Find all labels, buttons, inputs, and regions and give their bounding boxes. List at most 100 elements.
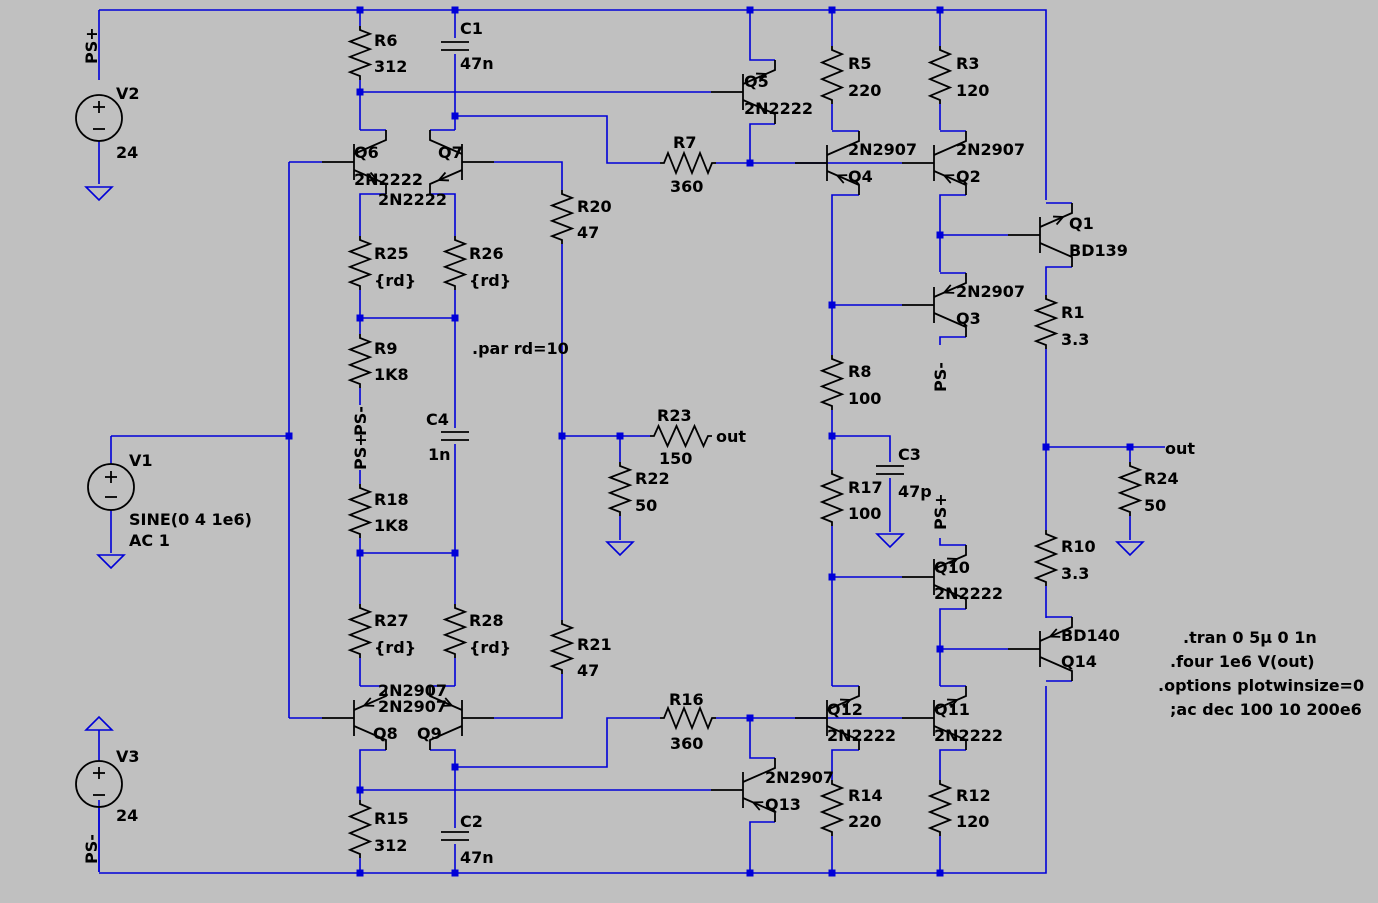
V3-ref: V3 xyxy=(116,747,140,766)
R5-ref: R5 xyxy=(848,54,871,73)
junction-dot xyxy=(356,88,364,96)
C2-capacitor xyxy=(441,831,469,841)
Q7-transistor xyxy=(429,130,494,194)
junction-dot xyxy=(936,231,944,239)
R1-value: 3.3 xyxy=(1061,330,1089,349)
options-directive: .options plotwinsize=0 xyxy=(1158,676,1364,695)
R10-ref: R10 xyxy=(1061,537,1096,556)
C3-value: 47p xyxy=(898,482,932,501)
junction-dot xyxy=(746,869,754,877)
junction-dot xyxy=(356,314,364,322)
labels: V2 24 V1 SINE(0 4 1e6) AC 1 V3 24 PS+ PS… xyxy=(82,19,1364,867)
wire xyxy=(831,194,859,355)
R12-ref: R12 xyxy=(956,786,991,805)
junction-dot xyxy=(356,786,364,794)
Q14-transistor xyxy=(1008,617,1073,681)
R21-ref: R21 xyxy=(577,635,612,654)
junction-dot xyxy=(746,714,754,722)
ac-directive: ;ac dec 100 10 200e6 xyxy=(1170,700,1362,719)
wire xyxy=(939,749,966,780)
Q12-model: 2N2222 xyxy=(827,726,896,745)
net-label-ps-minus-mid: PS- xyxy=(351,406,370,436)
R20-ref: R20 xyxy=(577,197,612,216)
junction-dot xyxy=(451,549,459,557)
net-label-ps-minus-q3: PS- xyxy=(931,362,950,392)
Q6-ref: Q6 xyxy=(354,143,379,162)
V1-ground-symbol xyxy=(96,554,126,570)
Q9-transistor xyxy=(429,686,494,750)
R21-value: 47 xyxy=(577,661,599,680)
R25-ref: R25 xyxy=(374,244,409,263)
C1-value: 47n xyxy=(460,54,494,73)
Q8-ref: Q8 xyxy=(373,724,398,743)
R18-resistor xyxy=(347,484,373,538)
junction-dot xyxy=(285,432,293,440)
wire xyxy=(359,193,386,236)
wire xyxy=(749,718,775,759)
R26-ref: R26 xyxy=(469,244,504,263)
V2-value: 24 xyxy=(116,143,138,162)
C4-ref: C4 xyxy=(426,410,449,429)
wire xyxy=(494,161,563,190)
junction-dot xyxy=(828,573,836,581)
R28-value: {rd} xyxy=(469,638,511,657)
V1-value: SINE(0 4 1e6) xyxy=(129,510,252,529)
R5-resistor xyxy=(819,46,845,104)
Q11-model: 2N2222 xyxy=(934,726,1003,745)
Q13-transistor xyxy=(711,758,776,822)
C3-ground-symbol xyxy=(875,533,905,549)
V3-source xyxy=(75,760,123,808)
Q1-transistor xyxy=(1008,203,1073,267)
R18-value: 1K8 xyxy=(374,516,409,535)
R27-value: {rd} xyxy=(374,638,416,657)
junction-dot xyxy=(451,314,459,322)
R1-resistor xyxy=(1033,295,1059,349)
junction-dot xyxy=(746,6,754,14)
R8-ref: R8 xyxy=(848,362,871,381)
R20-resistor xyxy=(549,190,575,244)
R15-value: 312 xyxy=(374,836,407,855)
C4-value: 1n xyxy=(428,445,451,464)
R6-resistor xyxy=(347,26,373,80)
V2-ground-symbol xyxy=(84,186,114,202)
wire xyxy=(939,538,966,546)
net-label-ps-plus-mid: PS+ xyxy=(351,433,370,470)
R22-value: 50 xyxy=(635,496,657,515)
Q2-ref: Q2 xyxy=(956,167,981,186)
R25-value: {rd} xyxy=(374,271,416,290)
R22-ref: R22 xyxy=(635,469,670,488)
R23-value: 150 xyxy=(659,449,692,468)
four-directive: .four 1e6 V(out) xyxy=(1170,652,1315,671)
junction-dot xyxy=(451,112,459,120)
C3-ref: C3 xyxy=(898,445,921,464)
Q11-transistor xyxy=(902,686,967,750)
Q3-ref: Q3 xyxy=(956,309,981,328)
Q2-transistor xyxy=(902,131,967,195)
junction-dot xyxy=(936,645,944,653)
wire xyxy=(430,749,456,767)
junction-dot xyxy=(558,432,566,440)
wire xyxy=(749,123,775,163)
wire xyxy=(99,9,1047,200)
R27-resistor xyxy=(347,604,373,658)
R17-ref: R17 xyxy=(848,478,883,497)
junction-dot xyxy=(356,869,364,877)
Q6-transistor xyxy=(322,130,387,194)
C3-capacitor xyxy=(876,465,904,475)
Q9-model: 2N2907 xyxy=(378,681,447,700)
wire xyxy=(494,674,563,719)
R7-resistor xyxy=(660,150,716,176)
wires xyxy=(98,9,1165,874)
R12-value: 120 xyxy=(956,812,989,831)
Q14-model: BD140 xyxy=(1061,626,1120,645)
R6-value: 312 xyxy=(374,57,407,76)
R24-value: 50 xyxy=(1144,496,1166,515)
junction-dots xyxy=(285,6,1134,877)
wire xyxy=(832,435,891,462)
R18-ref: R18 xyxy=(374,490,409,509)
V3-value: 24 xyxy=(116,806,138,825)
R27-ref: R27 xyxy=(374,611,409,630)
Q2-model: 2N2907 xyxy=(956,140,1025,159)
R15-ref: R15 xyxy=(374,809,409,828)
Q12-ref: Q12 xyxy=(827,700,863,719)
